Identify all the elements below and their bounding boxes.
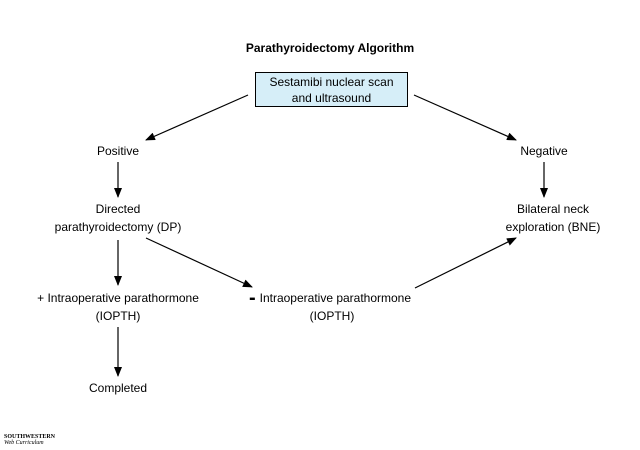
positive-iopth-line1: + Intraoperative parathormone xyxy=(37,291,199,305)
bilateral-neck-exploration-node: Bilateral neck exploration (BNE) xyxy=(483,200,623,236)
arrow-dp-to-minus-iopth xyxy=(145,237,253,288)
negative-iopth-node: -Intraoperative parathormone (IOPTH) xyxy=(230,287,430,325)
start-node-line2: and ultrasound xyxy=(291,91,372,105)
positive-node: Positive xyxy=(96,144,140,158)
dp-node-line2: parathyroidectomy (DP) xyxy=(54,220,182,234)
negative-iopth-line1-row: -Intraoperative parathormone xyxy=(230,287,430,309)
positive-iopth-node: + Intraoperative parathormone (IOPTH) xyxy=(8,289,228,325)
negative-iopth-line1: Intraoperative parathormone xyxy=(259,291,412,305)
logo-top-text: SOUTHWESTERN xyxy=(4,434,56,440)
arrow-start-to-positive xyxy=(145,94,249,141)
arrow-minus-iopth-to-bne xyxy=(414,237,517,289)
bne-node-line2: exploration (BNE) xyxy=(505,220,601,234)
logo-bottom-text: Web Curriculum xyxy=(4,440,44,446)
start-node-line1: Sestamibi nuclear scan xyxy=(269,75,394,89)
diagram-title: Parathyroidectomy Algorithm xyxy=(245,41,415,55)
bne-node-line1: Bilateral neck xyxy=(516,202,590,216)
southwestern-logo: SOUTHWESTERN Web Curriculum xyxy=(4,434,64,446)
start-node-box: Sestamibi nuclear scan and ultrasound xyxy=(255,72,408,107)
dp-node-line1: Directed xyxy=(95,202,141,216)
negative-node: Negative xyxy=(520,144,568,158)
arrow-start-to-negative xyxy=(413,94,517,141)
negative-iopth-line2: (IOPTH) xyxy=(309,309,355,323)
positive-iopth-line2: (IOPTH) xyxy=(95,309,141,323)
minus-sign: - xyxy=(248,287,256,309)
completed-node: Completed xyxy=(88,381,148,395)
directed-parathyroidectomy-node: Directed parathyroidectomy (DP) xyxy=(38,200,198,236)
